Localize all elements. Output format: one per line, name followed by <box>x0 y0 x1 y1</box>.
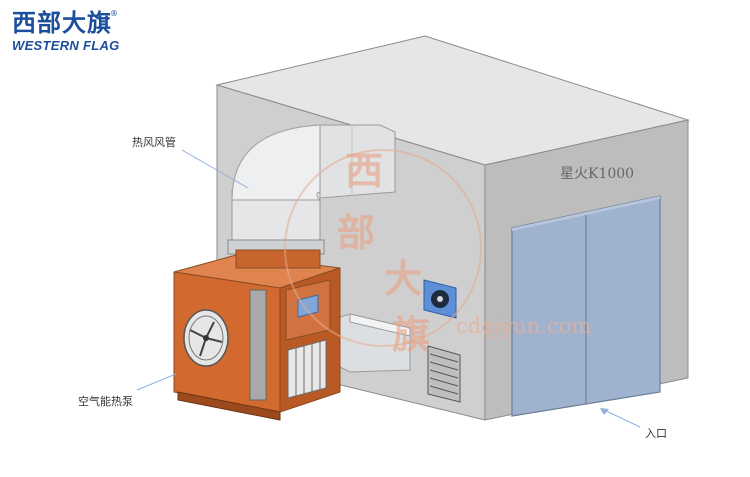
air-source-heat-pump <box>173 249 341 421</box>
watermark-char-4: 旗 <box>392 312 431 357</box>
watermark-url: cdqiyun.com <box>456 314 592 338</box>
watermark-char-3: 大 <box>384 256 423 301</box>
return-duct <box>329 313 411 373</box>
callout-line-heat-pump <box>136 373 177 391</box>
registered-mark: ® <box>110 9 118 18</box>
wall-fan <box>423 279 457 319</box>
entrance-door <box>511 195 661 417</box>
callout-line-duct <box>181 149 249 189</box>
room-model-label: 星火K1000 <box>560 166 635 182</box>
watermark-circle <box>284 149 482 347</box>
callout-line-entrance <box>601 408 641 428</box>
label-hot-air-duct: 热风风管 <box>132 136 176 149</box>
watermark-char-2: 部 <box>337 210 376 255</box>
hot-air-duct <box>227 124 396 255</box>
watermark-char-1: 西 <box>345 148 384 193</box>
brand-logo-cn: 西部大旗 <box>12 9 112 37</box>
label-entrance: 入口 <box>645 427 667 440</box>
brand-logo-en: WESTERN FLAG <box>12 38 120 53</box>
entrance-arrowhead <box>600 408 609 415</box>
label-heat-pump: 空气能热泵 <box>78 395 133 408</box>
exhaust-louver <box>427 345 461 403</box>
